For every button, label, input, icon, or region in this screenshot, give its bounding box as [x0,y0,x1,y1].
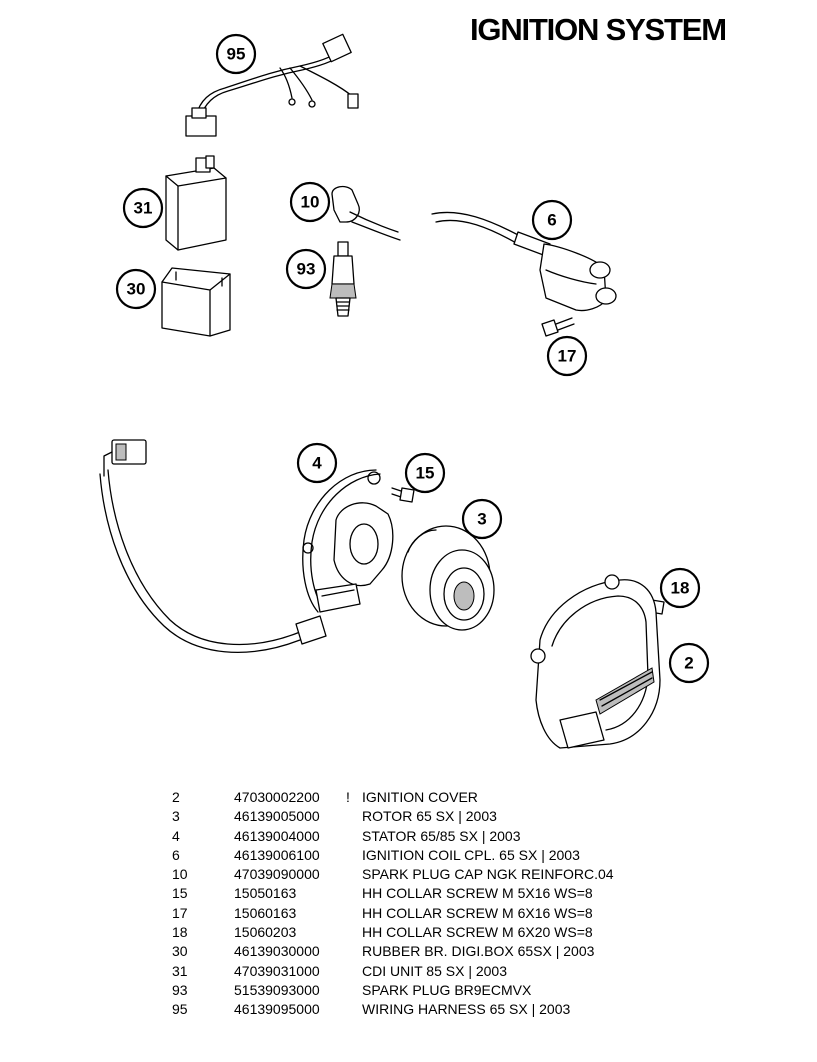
description-cell: HH COLLAR SCREW M 6X16 WS=8 [362,904,593,921]
stator-drawing [302,469,394,613]
svg-text:15: 15 [416,464,435,483]
description-cell: SPARK PLUG BR9ECMVX [362,981,532,998]
svg-text:17: 17 [558,347,577,366]
part-number-cell: 46139005000 [234,808,320,825]
cdi-unit-drawing [165,155,227,251]
pos-cell: 15 [172,885,188,902]
flag-cell [346,1000,362,1019]
callout-95: 95 [215,33,257,75]
part-number-cell: 51539093000 [234,981,320,998]
svg-text:93: 93 [297,260,316,279]
table-row: 15 15050163 HH COLLAR SCREW M 5X16 WS=8 [172,884,614,903]
table-row: 30 46139030000 RUBBER BR. DIGI.BOX 65SX … [172,942,614,961]
table-row: 3 46139005000 ROTOR 65 SX | 2003 [172,807,614,826]
table-row: 2 47030002200 ! IGNITION COVER [172,788,614,807]
table-row: 93 51539093000 SPARK PLUG BR9ECMVX [172,981,614,1000]
description-cell: WIRING HARNESS 65 SX | 2003 [362,1001,571,1018]
description-cell: SPARK PLUG CAP NGK REINFORC.04 [362,866,614,883]
callout-2: 2 [668,642,710,684]
svg-text:6: 6 [547,211,556,230]
callout-15: 15 [404,452,446,494]
pos-cell: 31 [172,962,188,979]
table-row: 17 15060163 HH COLLAR SCREW M 6X16 WS=8 [172,904,614,923]
rubber-bracket-drawing [161,267,231,337]
svg-text:3: 3 [477,510,486,529]
part-number-cell: 15050163 [234,885,297,902]
part-number-cell: 47039031000 [234,962,320,979]
flag-cell [346,807,362,826]
flag-cell: ! [346,789,350,805]
description-cell: HH COLLAR SCREW M 5X16 WS=8 [362,885,593,902]
svg-text:18: 18 [671,579,690,598]
stator-cable-drawing [99,439,327,653]
part-number-cell: 15060163 [234,904,297,921]
wiring-harness-drawing [185,33,359,137]
page-title: IGNITION SYSTEM [470,12,727,47]
callout-31: 31 [122,187,164,229]
svg-text:4: 4 [312,454,322,473]
part-number-cell: 47030002200 [234,789,320,805]
part-number-cell: 15060203 [234,924,297,941]
svg-text:2: 2 [684,654,693,673]
pos-cell: 6 [172,846,180,863]
description-cell: IGNITION COIL CPL. 65 SX | 2003 [362,846,580,863]
description-cell: HH COLLAR SCREW M 6X20 WS=8 [362,924,593,941]
screw-17-drawing [541,317,575,337]
callout-18: 18 [659,567,701,609]
table-row: 95 46139095000 WIRING HARNESS 65 SX | 20… [172,1000,614,1019]
table-row: 18 15060203 HH COLLAR SCREW M 6X20 WS=8 [172,923,614,942]
pos-cell: 30 [172,943,188,960]
flag-cell [346,827,362,846]
svg-text:10: 10 [301,193,320,212]
flag-cell [346,904,362,923]
description-cell: CDI UNIT 85 SX | 2003 [362,962,507,979]
description-cell: RUBBER BR. DIGI.BOX 65SX | 2003 [362,943,595,960]
pos-cell: 3 [172,808,180,825]
svg-text:95: 95 [227,45,246,64]
table-row: 6 46139006100 IGNITION COIL CPL. 65 SX |… [172,846,614,865]
ignition-cover-drawing [530,574,661,749]
part-number-cell: 47039090000 [234,866,320,883]
flag-cell [346,865,362,884]
svg-text:30: 30 [127,280,146,299]
flag-cell [346,962,362,981]
pos-cell: 17 [172,904,188,921]
callout-4: 4 [296,442,338,484]
spark-plug-drawing [329,241,357,317]
flag-cell [346,981,362,1000]
callout-10: 10 [289,181,331,223]
callout-93: 93 [285,248,327,290]
flag-cell [346,846,362,865]
pos-cell: 10 [172,866,188,883]
pos-cell: 18 [172,924,188,941]
pos-cell: 2 [172,789,180,805]
table-row: 31 47039031000 CDI UNIT 85 SX | 2003 [172,962,614,981]
callout-17: 17 [546,335,588,377]
part-number-cell: 46139006100 [234,846,320,863]
flag-cell [346,884,362,903]
description-cell: ROTOR 65 SX | 2003 [362,808,497,825]
callout-30: 30 [115,268,157,310]
rotor-drawing [401,525,495,631]
pos-cell: 4 [172,827,180,844]
flag-cell [346,942,362,961]
description-cell: IGNITION COVER [362,789,478,805]
callout-6: 6 [531,199,573,241]
table-row: 10 47039090000 SPARK PLUG CAP NGK REINFO… [172,865,614,884]
callout-3: 3 [461,498,503,540]
svg-text:31: 31 [134,199,153,218]
flag-cell [346,923,362,942]
part-number-cell: 46139004000 [234,827,320,844]
ignition-coil-drawing [431,211,617,312]
part-number-cell: 46139030000 [234,943,320,960]
pos-cell: 95 [172,1001,188,1018]
description-cell: STATOR 65/85 SX | 2003 [362,827,521,844]
exploded-diagram: 95 31 30 10 93 6 17 4 15 3 18 2 [99,33,710,749]
part-number-cell: 46139095000 [234,1001,320,1018]
pos-cell: 93 [172,981,188,998]
parts-list-table: 2 47030002200 ! IGNITION COVER 3 4613900… [172,788,614,1020]
spark-plug-cap-drawing [331,185,401,241]
screw-15-drawing [391,487,415,503]
table-row: 4 46139004000 STATOR 65/85 SX | 2003 [172,827,614,846]
